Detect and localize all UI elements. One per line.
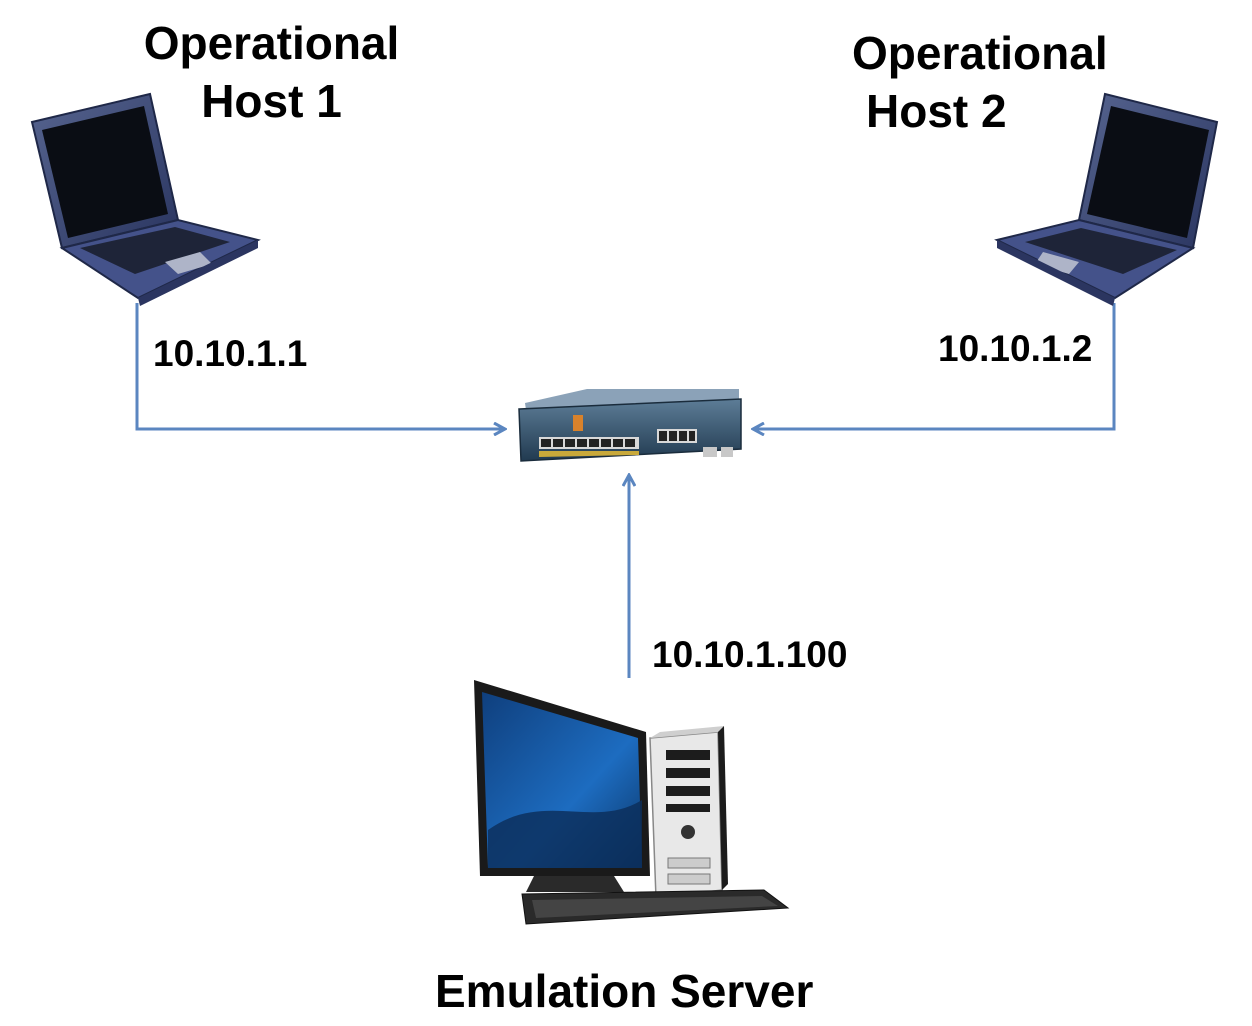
- desktop-computer-icon: [474, 680, 790, 925]
- laptop-icon: [994, 92, 1219, 306]
- host2-title-line2: Host 2: [866, 85, 1007, 137]
- host1-ip-label: 10.10.1.1: [153, 333, 308, 374]
- laptop-icon: [30, 92, 261, 306]
- host1-title-line1: Operational: [143, 17, 400, 69]
- host1-title-line2: Host 1: [201, 75, 342, 127]
- host2-title: Operational Host 2: [852, 24, 1142, 140]
- server-ip-label: 10.10.1.100: [652, 634, 848, 675]
- connector-host1-router: [135, 303, 504, 429]
- connector-host2-router: [754, 303, 1116, 429]
- host1-title: Operational Host 1: [134, 14, 409, 130]
- host2-title-line1: Operational: [852, 27, 1108, 79]
- router-icon: [518, 389, 742, 462]
- host2-ip-label: 10.10.1.2: [938, 328, 1093, 369]
- server-title: Emulation Server: [435, 965, 814, 1017]
